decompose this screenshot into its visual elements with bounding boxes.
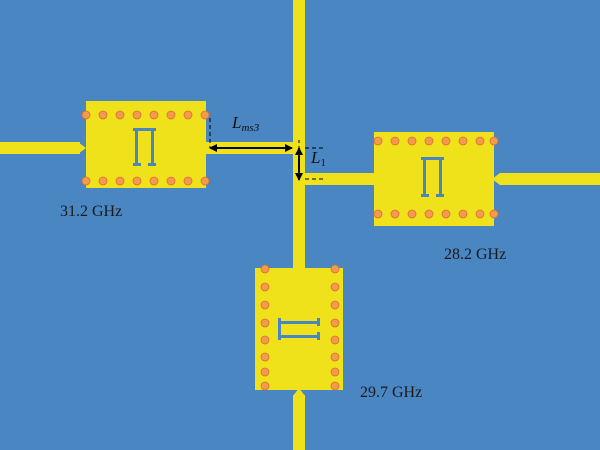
via-hole <box>260 367 270 377</box>
via-hole <box>98 176 108 186</box>
left-input-line <box>0 142 80 154</box>
frequency-label-left: 31.2 GHz <box>60 203 123 220</box>
via-hole <box>166 110 176 120</box>
via-hole <box>330 282 340 292</box>
label-l1: L1 <box>311 148 326 169</box>
via-hole <box>200 110 210 120</box>
via-hole <box>81 176 91 186</box>
via-hole <box>390 136 400 146</box>
via-hole <box>458 209 468 219</box>
right-output-line <box>500 173 600 185</box>
via-hole <box>475 136 485 146</box>
via-hole <box>149 110 159 120</box>
horizontal-right-branch <box>299 173 374 185</box>
bottom-port-taper <box>293 262 305 270</box>
dimension-l1 <box>295 140 326 181</box>
bottom-output-line <box>293 395 305 450</box>
via-hole <box>149 176 159 186</box>
via-hole <box>489 209 499 219</box>
via-hole <box>183 110 193 120</box>
via-hole <box>424 136 434 146</box>
via-hole <box>115 110 125 120</box>
via-hole <box>390 209 400 219</box>
via-hole <box>260 381 270 391</box>
via-hole <box>489 136 499 146</box>
via-hole <box>183 176 193 186</box>
via-hole <box>330 367 340 377</box>
via-hole <box>81 110 91 120</box>
bottom-output-taper <box>293 388 305 396</box>
label-lms3-subscript: ms3 <box>241 122 260 134</box>
via-hole <box>132 110 142 120</box>
label-lms3-symbol: L <box>232 113 242 132</box>
label-l1-symbol: L <box>311 148 321 167</box>
via-hole <box>330 264 340 274</box>
slot-bottom <box>278 318 320 340</box>
frequency-label-right: 28.2 GHz <box>444 246 507 263</box>
via-hole <box>166 176 176 186</box>
via-hole <box>260 282 270 292</box>
via-hole <box>407 209 417 219</box>
via-hole <box>260 264 270 274</box>
via-hole <box>330 300 340 310</box>
label-l1-subscript: 1 <box>320 157 326 169</box>
via-hole <box>330 352 340 362</box>
via-hole <box>373 136 383 146</box>
via-holes <box>81 110 499 391</box>
slot-left <box>133 128 156 166</box>
via-hole <box>330 318 340 328</box>
via-hole <box>458 136 468 146</box>
frequency-label-bottom: 29.7 GHz <box>360 384 423 401</box>
via-hole <box>260 300 270 310</box>
vertical-main-line <box>293 0 305 268</box>
via-hole <box>373 209 383 219</box>
via-hole <box>330 335 340 345</box>
slot-right <box>421 157 444 197</box>
right-output-taper <box>492 173 500 185</box>
via-hole <box>260 318 270 328</box>
via-hole <box>441 136 451 146</box>
via-hole <box>475 209 485 219</box>
via-hole <box>200 176 210 186</box>
via-hole <box>115 176 125 186</box>
dimension-lms3 <box>209 118 293 152</box>
via-hole <box>260 335 270 345</box>
via-hole <box>330 381 340 391</box>
resonator-bottom <box>255 268 343 390</box>
left-input-taper <box>78 142 86 154</box>
via-hole <box>441 209 451 219</box>
via-hole <box>132 176 142 186</box>
label-lms3: Lms3 <box>232 113 259 134</box>
via-hole <box>260 352 270 362</box>
via-hole <box>98 110 108 120</box>
via-hole <box>424 209 434 219</box>
via-hole <box>407 136 417 146</box>
